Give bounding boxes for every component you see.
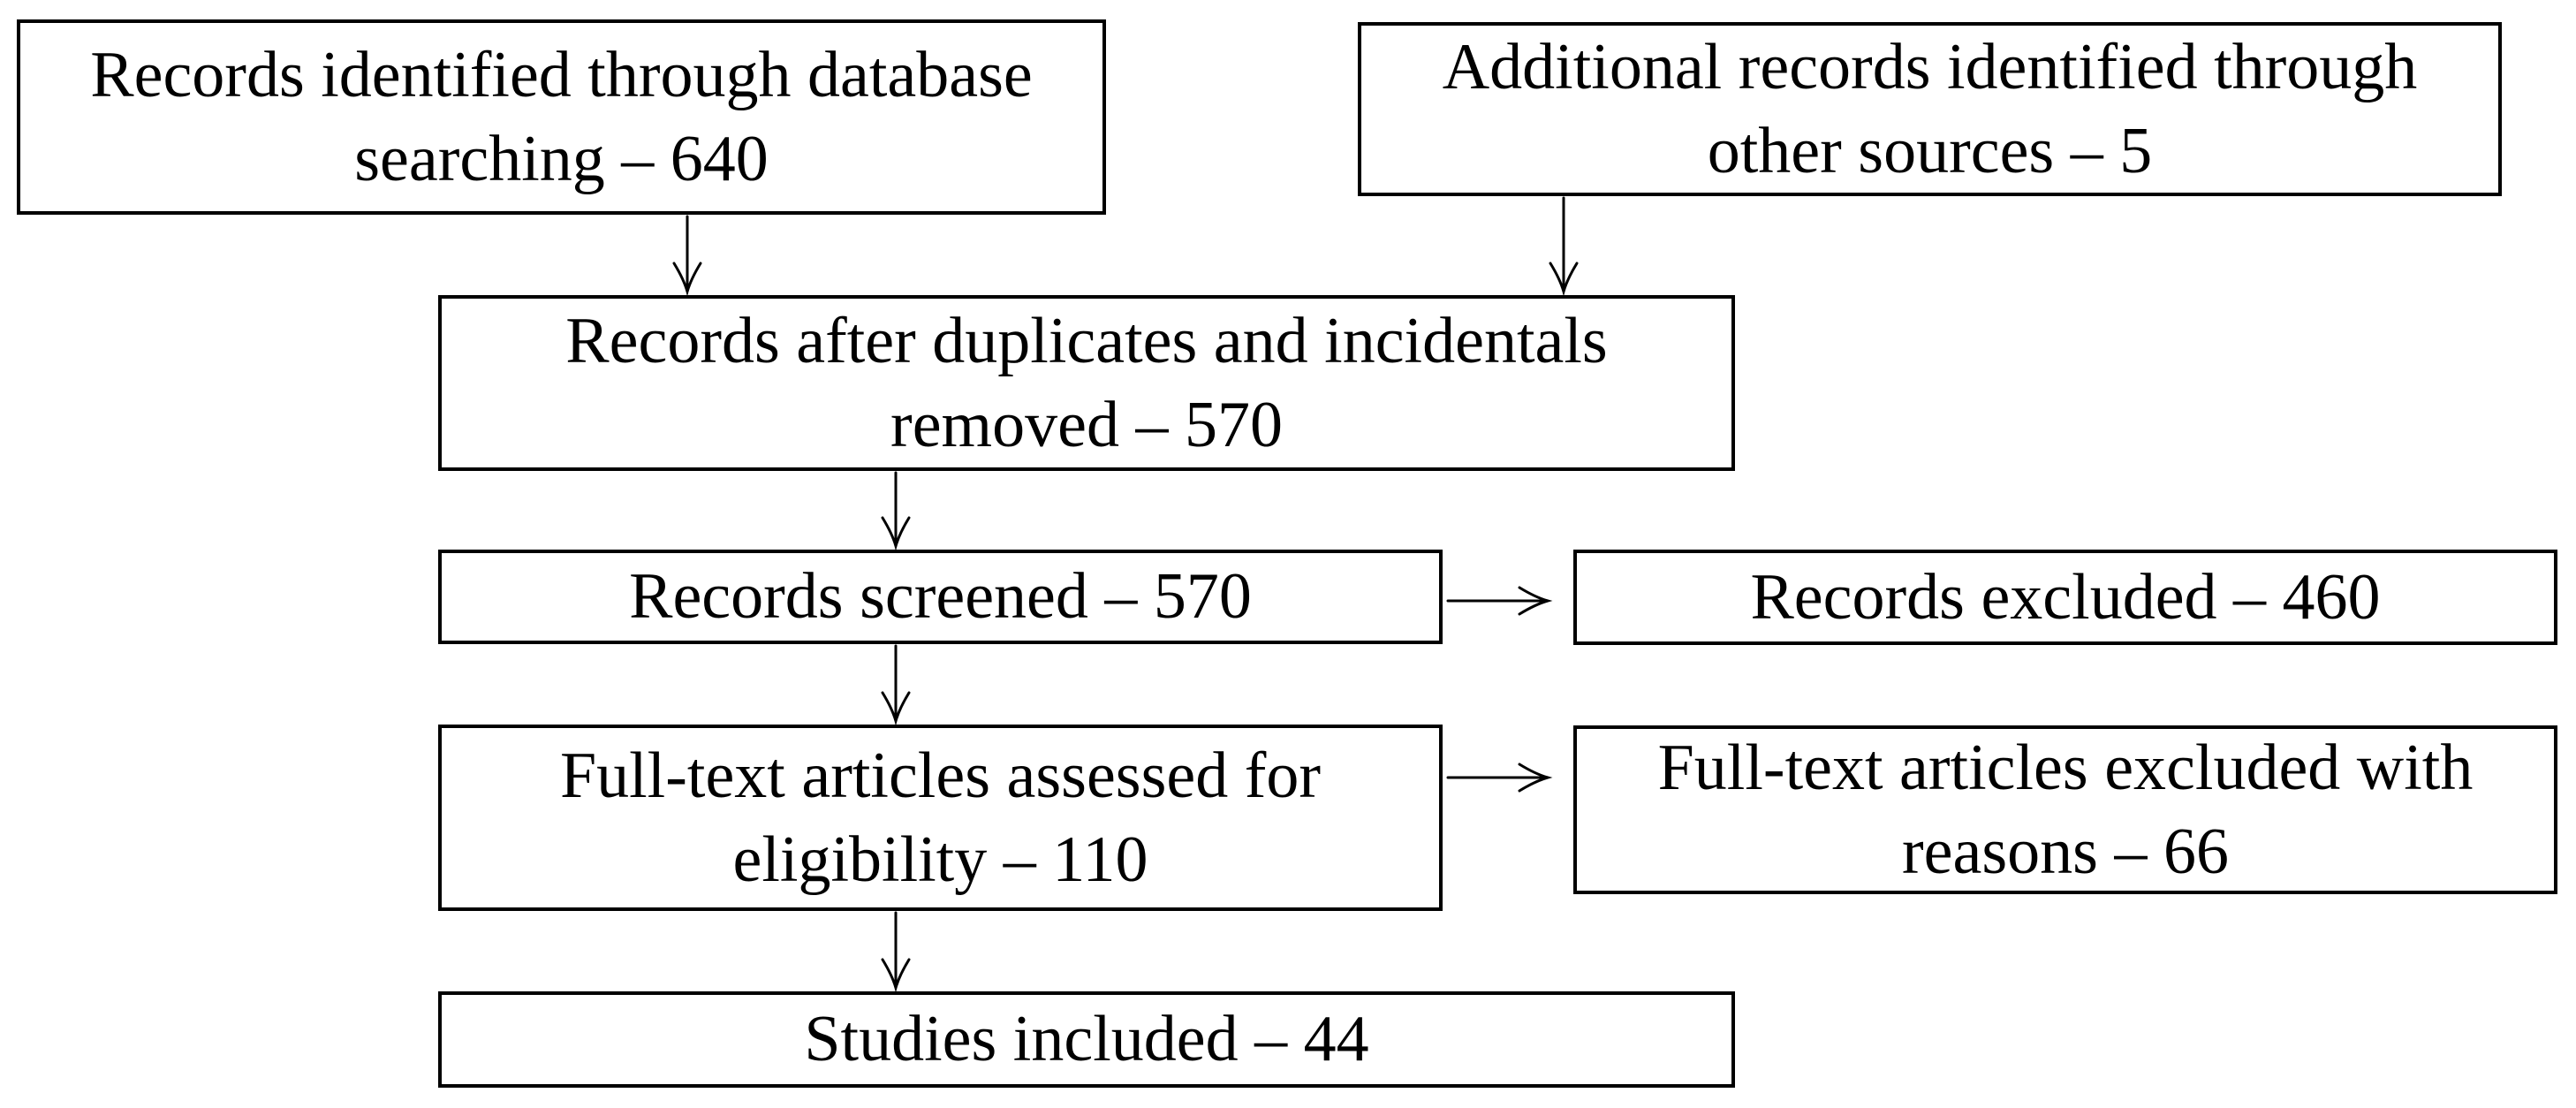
arrow-database-to-dedup-icon <box>672 215 702 297</box>
box-text-line: Records after duplicates and incidentals <box>565 304 1608 377</box>
box-additional-records: Additional records identified through ot… <box>1358 22 2502 196</box>
box-records-screened: Records screened – 570 <box>438 550 1443 644</box>
arrow-dedup-to-screened-icon <box>881 471 911 551</box>
box-text-line: searching – 640 <box>354 122 769 195</box>
box-records-identified-database: Records identified through database sear… <box>17 19 1106 215</box>
box-records-excluded: Records excluded – 460 <box>1573 550 2557 645</box>
box-studies-included: Studies included – 44 <box>438 991 1735 1088</box>
arrow-fulltext-to-included-icon <box>881 911 911 993</box>
box-text-line: reasons – 66 <box>1902 815 2229 888</box>
box-text-line: Full-text articles excluded with <box>1657 731 2474 804</box>
box-text-line: Records identified through database <box>90 38 1033 111</box>
box-text-line: Studies included – 44 <box>804 1003 1369 1075</box>
arrow-other-sources-to-dedup-icon <box>1549 196 1579 297</box>
box-text-line: other sources – 5 <box>1707 114 2153 187</box>
arrow-fulltext-to-ftexcluded-icon <box>1446 763 1553 793</box>
box-text-line: Records excluded – 460 <box>1750 560 2381 634</box>
arrow-screened-to-fulltext-icon <box>881 644 911 726</box>
box-text-line: Full-text articles assessed for <box>559 739 1322 812</box>
box-records-after-duplicates: Records after duplicates and incidentals… <box>438 295 1735 471</box>
box-text-line: Additional records identified through <box>1442 30 2418 103</box>
arrow-screened-to-excluded-icon <box>1446 586 1553 616</box>
box-fulltext-assessed: Full-text articles assessed for eligibil… <box>438 725 1443 911</box>
box-fulltext-excluded: Full-text articles excluded with reasons… <box>1573 725 2557 894</box>
box-text-line: eligibility – 110 <box>732 823 1148 896</box>
box-text-line: removed – 570 <box>890 388 1283 461</box>
box-text-line: Records screened – 570 <box>629 560 1252 633</box>
